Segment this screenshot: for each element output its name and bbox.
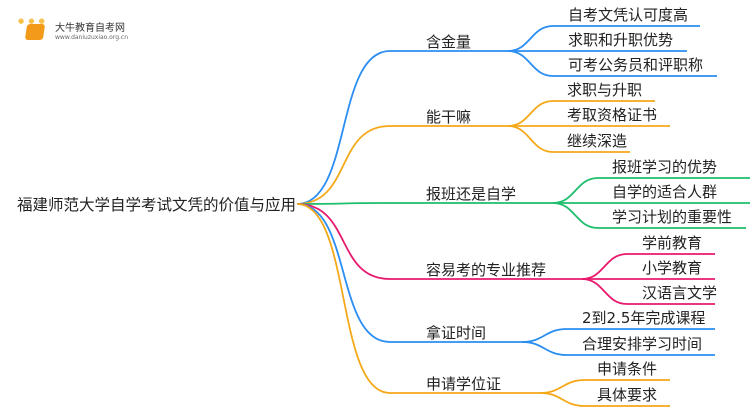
branch-node[interactable]: 容易考的专业推荐	[426, 261, 547, 279]
branch-node[interactable]: 拿证时间	[426, 324, 487, 342]
root-node[interactable]: 福建师范大学自学考试文凭的价值与应用	[17, 196, 297, 214]
leaf-node[interactable]: 学习计划的重要性	[612, 208, 733, 226]
leaf-node[interactable]: 考取资格证书	[567, 106, 658, 124]
leaf-node[interactable]: 可考公务员和评职称	[568, 56, 704, 74]
branch-node[interactable]: 申请学位证	[426, 375, 502, 393]
leaf-node[interactable]: 继续深造	[567, 132, 628, 150]
logo-url: www.daniuzuxiao.org.cn	[55, 34, 129, 41]
leaf-node[interactable]: 求职与升职	[567, 81, 643, 99]
leaf-node[interactable]: 汉语言文学	[642, 284, 718, 302]
branch-connector	[296, 125, 508, 205]
branch-connector	[296, 50, 508, 205]
logo-dots-icon: ● ● ●	[18, 17, 46, 25]
branch-node[interactable]: 能干嘛	[426, 108, 472, 126]
branch-node[interactable]: 报班还是自学	[426, 185, 517, 203]
logo-name: 大牛教育自考网	[55, 23, 125, 34]
leaf-node[interactable]: 报班学习的优势	[612, 158, 718, 176]
leaf-connector	[507, 50, 717, 77]
branch-connector	[296, 203, 522, 343]
leaf-node[interactable]: 自考文凭认可度高	[568, 6, 689, 24]
leaf-node[interactable]: 2到2.5年完成课程	[582, 309, 706, 327]
leaf-connector	[539, 392, 670, 407]
leaf-connector	[521, 341, 715, 356]
leaf-node[interactable]: 求职和升职优势	[568, 31, 674, 49]
branch-connector	[296, 203, 582, 280]
branch-connector	[296, 202, 553, 205]
branch-connector	[296, 203, 540, 394]
leaf-connector	[507, 125, 630, 153]
branch-node[interactable]: 含金量	[426, 33, 472, 51]
leaf-node[interactable]: 具体要求	[597, 386, 658, 404]
leaf-connector	[552, 202, 746, 229]
leaf-node[interactable]: 自学的适合人群	[612, 183, 718, 201]
leaf-node[interactable]: 学前教育	[642, 234, 703, 252]
leaf-connector	[581, 278, 715, 305]
leaf-node[interactable]: 合理安排学习时间	[582, 335, 703, 353]
logo: ● ● ● 大牛教育自考网 www.daniuzuxiao.org.cn	[18, 17, 128, 47]
leaf-node[interactable]: 小学教育	[642, 259, 703, 277]
leaf-node[interactable]: 申请条件	[597, 360, 658, 378]
